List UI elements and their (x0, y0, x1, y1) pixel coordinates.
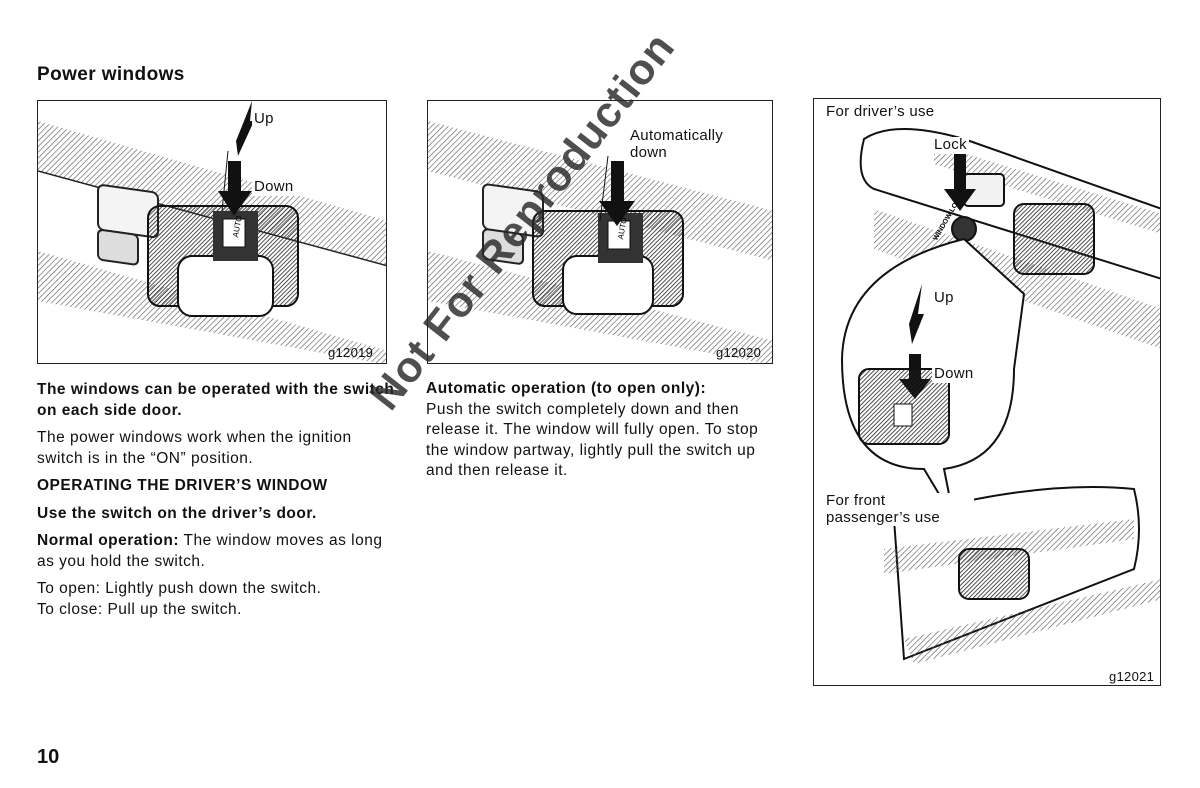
figure-code: g12019 (328, 345, 374, 360)
intro-paragraph: The power windows work when the ignition… (37, 429, 352, 467)
label-lock: Lock (932, 136, 969, 154)
figure-auto-operation: AUTO Automatically down g12020 (427, 100, 773, 364)
switch-illustration-1: AUTO (38, 101, 386, 363)
driver-door-heading: Use the switch on the driver’s door. (37, 504, 317, 522)
figure-code: g12021 (1109, 669, 1155, 684)
open-instruction: To open: Lightly push down the switch. (37, 580, 322, 597)
switch-illustration-2: AUTO (428, 121, 772, 363)
figure-window-lock: WINDOW LOCK For driver’s use Lock Up Dow… (813, 98, 1161, 686)
page-number: 10 (37, 746, 60, 768)
label-passengers-use: For front passenger’s use (824, 492, 974, 526)
text-column-2: Automatic operation (to open only): Push… (426, 379, 781, 482)
column-heading: The windows can be operated with the swi… (37, 381, 395, 419)
auto-operation-text: Push the switch completely down and then… (426, 400, 759, 480)
figure-normal-operation: AUTO Up Down g12019 (37, 100, 387, 364)
label-down: Down (932, 365, 976, 383)
text-column-1: The windows can be operated with the swi… (37, 380, 397, 620)
switch-illustration-3: WINDOW LOCK (840, 128, 1160, 664)
auto-operation-label: Automatic operation (to open only): (426, 380, 707, 397)
label-drivers-use: For driver’s use (824, 103, 937, 121)
label-up: Up (932, 289, 956, 307)
driver-window-heading: OPERATING THE DRIVER’S WINDOW (37, 477, 328, 494)
normal-operation-paragraph: Normal operation: The window moves as lo… (37, 531, 397, 572)
label-down: Down (252, 178, 296, 196)
auto-text: AUTO (231, 215, 244, 238)
section-title: Power windows (37, 64, 185, 85)
normal-operation-text: The window moves as long as you hold the… (37, 532, 383, 570)
label-automatically-down: Automatically down (628, 127, 748, 161)
close-instruction: To close: Pull up the switch. (37, 600, 242, 618)
figure-code: g12020 (716, 345, 762, 360)
normal-operation-label: Normal operation: (37, 532, 179, 549)
label-up: Up (252, 110, 276, 128)
